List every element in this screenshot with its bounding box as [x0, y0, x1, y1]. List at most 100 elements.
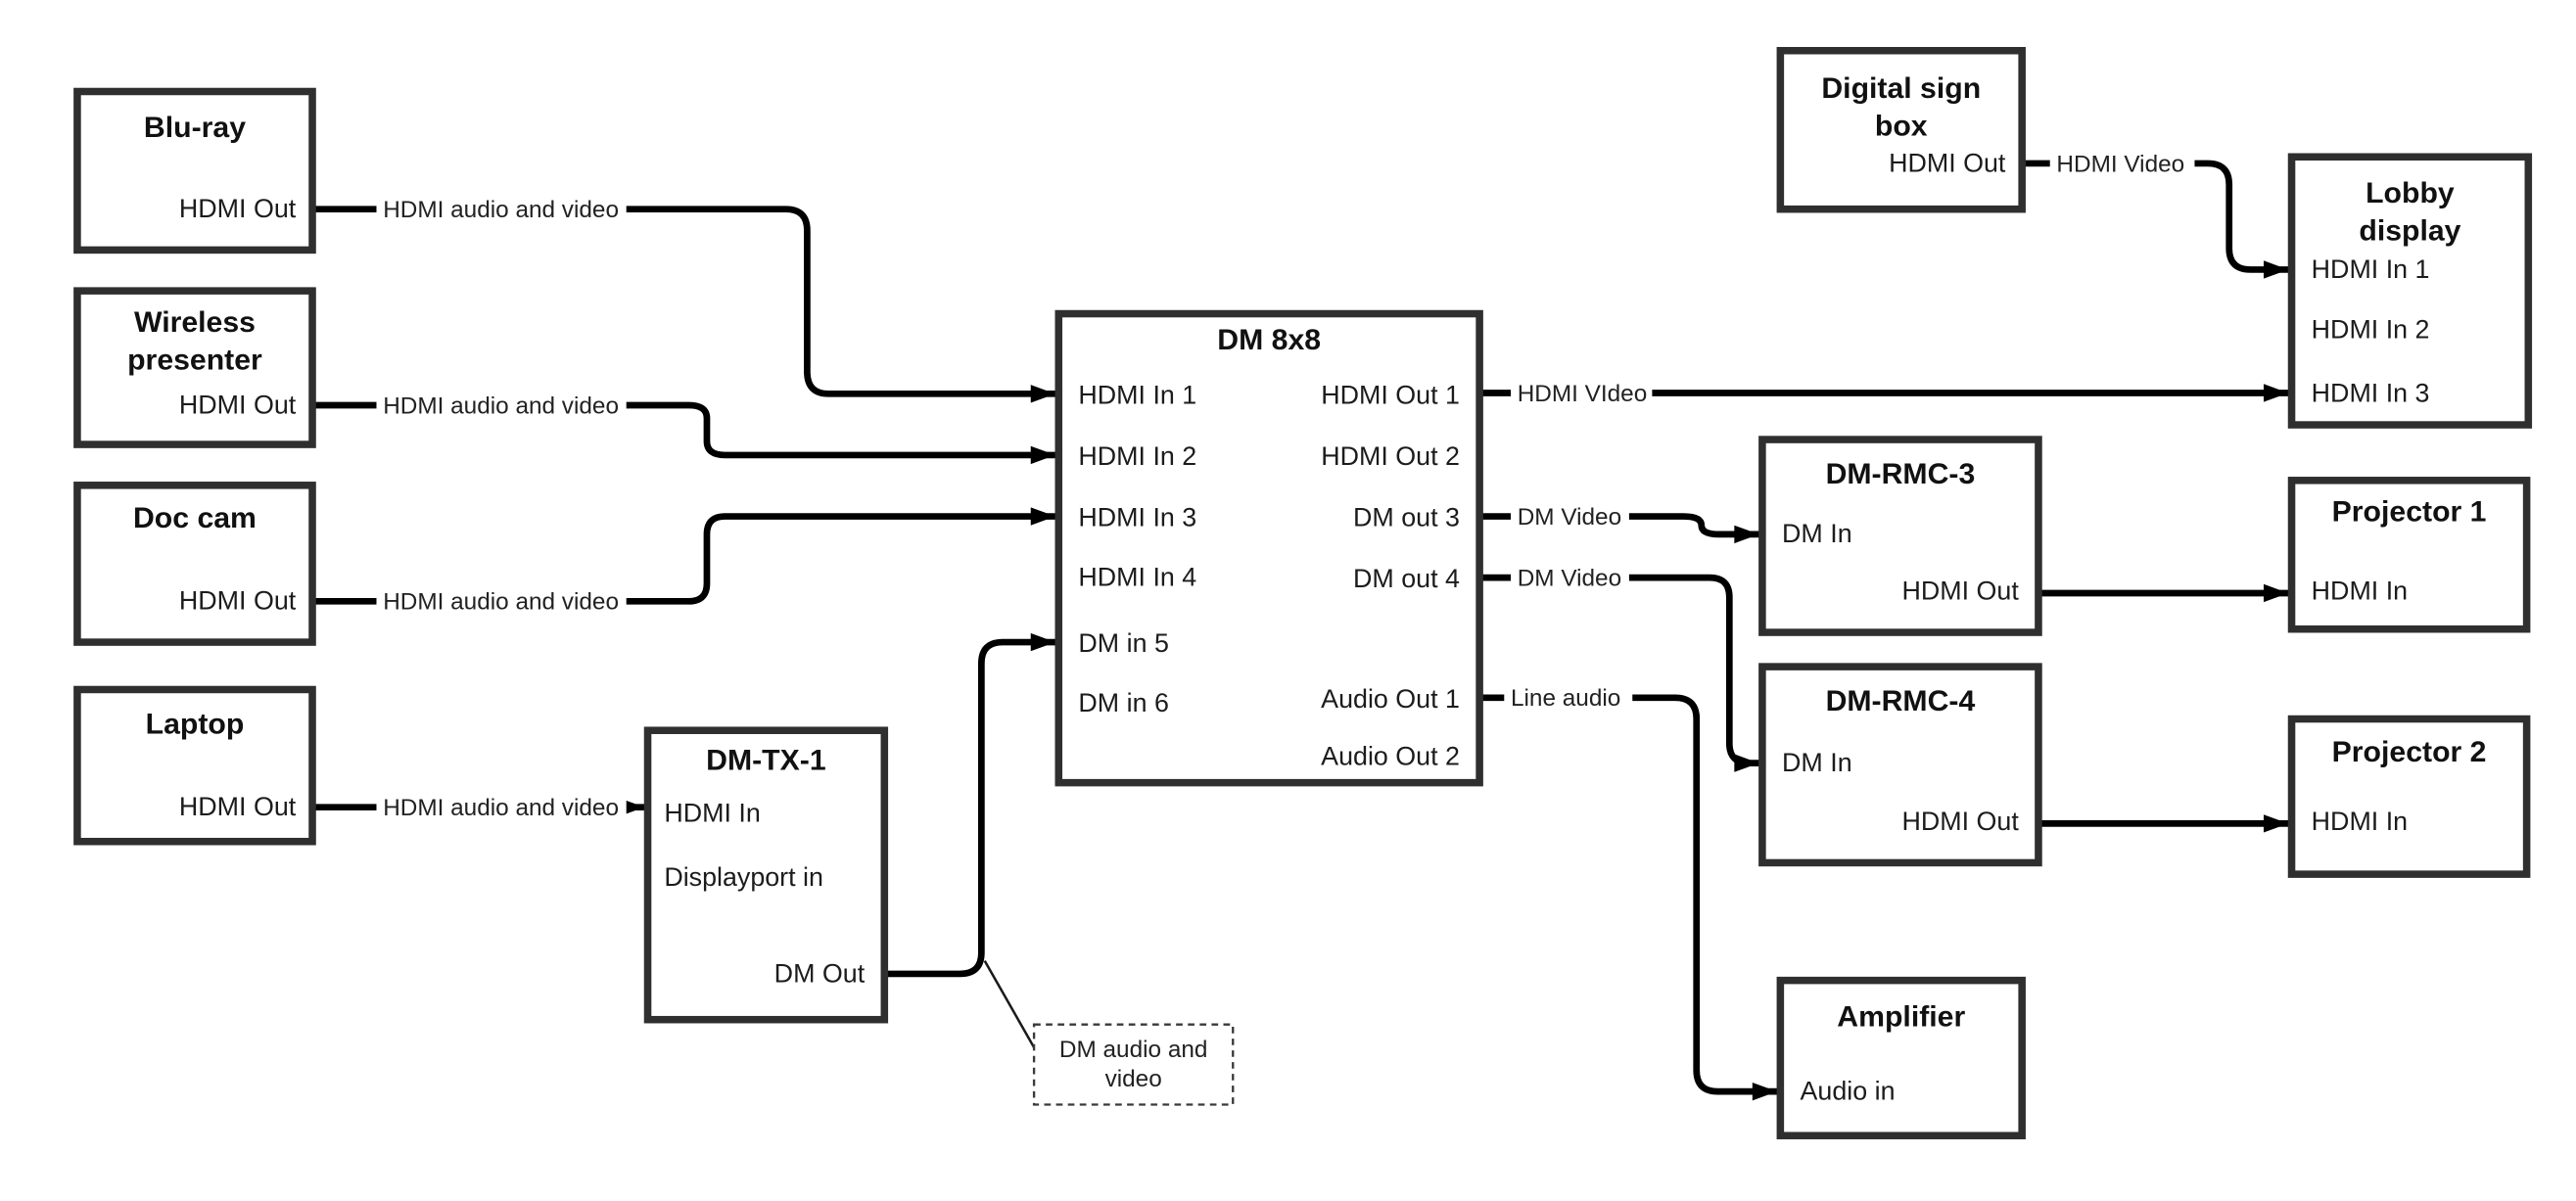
lobby-display-port-hdmi-in-3: HDMI In 3: [2312, 379, 2430, 408]
device-bluray: Blu-ray HDMI Out: [73, 87, 316, 254]
digital-sign-box-box: [1776, 46, 2026, 213]
edge-dm8x8-dm-out4-to-rmc4-dm-in: [1479, 574, 1759, 772]
dm-rmc-4-port-dm-in: DM In: [1782, 748, 1852, 777]
device-dm-rmc-4: DM-RMC-4 DM In HDMI Out: [1758, 663, 2042, 867]
digital-sign-box-title-line1: Digital sign: [1821, 72, 1981, 105]
device-doc-cam: Doc cam HDMI Out: [73, 482, 316, 646]
dm-rmc-4-port-hdmi-out: HDMI Out: [1902, 807, 2020, 836]
dm-tx-1-title: DM-TX-1: [706, 744, 826, 776]
label-mask: [1511, 500, 1629, 532]
edge-label-bluray: HDMI audio and video: [383, 197, 619, 223]
edge-signbox-to-lobby-hdmi-in1: [2022, 160, 2289, 279]
label-mask: [376, 585, 627, 618]
device-dm-rmc-3: DM-RMC-3 DM In HDMI Out: [1758, 436, 2042, 636]
dm-8x8-port-dm-out-4: DM out 4: [1353, 564, 1460, 593]
dm-8x8-port-hdmi-out-2: HDMI Out 2: [1321, 441, 1460, 471]
edge-label-hdmi-out1: HDMI VIdeo: [1518, 381, 1648, 407]
lobby-display-port-hdmi-in-2: HDMI In 2: [2312, 315, 2430, 345]
dm-rmc-4-box: [1758, 663, 2042, 867]
dm-8x8-port-audio-out-2: Audio Out 2: [1321, 741, 1460, 770]
dm-8x8-box: [1054, 309, 1483, 787]
label-mask: [1504, 681, 1633, 714]
device-projector-2: Projector 2 HDMI In: [2287, 715, 2531, 878]
label-mask: [2049, 148, 2195, 179]
note-text-line2: video: [1105, 1066, 1162, 1092]
dm-tx-1-port-hdmi-in: HDMI In: [664, 799, 760, 828]
device-amplifier: Amplifier Audio in: [1776, 976, 2026, 1139]
wireless-presenter-title-line2: presenter: [127, 344, 262, 376]
dm-tx-1-box: [643, 726, 889, 1024]
amplifier-title: Amplifier: [1837, 1000, 1965, 1033]
dm-8x8-port-audio-out-1: Audio Out 1: [1321, 684, 1460, 714]
wireless-presenter-box: [73, 287, 316, 448]
device-digital-sign-box: Digital sign box HDMI Out: [1776, 46, 2026, 213]
edge-dm8x8-audio-out1-to-amp-audio-in: [1479, 694, 1778, 1101]
device-dm-8x8: DM 8x8 HDMI In 1 HDMI In 2 HDMI In 3 HDM…: [1054, 309, 1483, 787]
edge-label-dm-out3: DM Video: [1518, 504, 1621, 531]
projector-1-title: Projector 1: [2332, 496, 2487, 529]
label-mask: [1511, 562, 1629, 593]
bluray-title: Blu-ray: [144, 112, 246, 144]
dm-8x8-port-hdmi-in-4: HDMI In 4: [1078, 563, 1196, 592]
edge-wireless-to-dm8x8-hdmi-in2: [312, 401, 1055, 465]
device-laptop: Laptop HDMI Out: [73, 685, 316, 846]
dm-tx-1-port-displayport-in: Displayport in: [664, 862, 823, 892]
bluray-box: [73, 87, 316, 254]
edge-label-doccam: HDMI audio and video: [383, 589, 619, 616]
dm-8x8-port-dm-in-5: DM in 5: [1078, 628, 1168, 658]
device-dm-tx-1: DM-TX-1 HDMI In Displayport in DM Out: [643, 726, 889, 1024]
edge-dmtx1-to-dm8x8-dm-in5: [884, 632, 1055, 978]
lobby-display-port-hdmi-in-1: HDMI In 1: [2312, 254, 2430, 284]
digital-sign-box-port-hdmi-out: HDMI Out: [1889, 148, 2006, 177]
label-mask: [376, 390, 627, 421]
projector-1-box: [2287, 477, 2531, 633]
dm-rmc-3-title: DM-RMC-3: [1826, 458, 1976, 490]
dm-8x8-port-hdmi-in-3: HDMI In 3: [1078, 503, 1196, 532]
edge-doccam-to-dm8x8-hdmi-in3: [312, 507, 1055, 605]
doc-cam-port-hdmi-out: HDMI Out: [179, 586, 297, 616]
label-mask: [1511, 377, 1653, 409]
dm-rmc-4-title: DM-RMC-4: [1826, 685, 1976, 717]
projector-1-port-hdmi-in: HDMI In: [2312, 577, 2408, 606]
label-mask: [376, 193, 627, 225]
edge-label-dm-out4: DM Video: [1518, 566, 1621, 592]
lobby-display-title-line2: display: [2359, 214, 2460, 247]
edge-bluray-to-dm8x8-hdmi-in1: [312, 206, 1055, 403]
bluray-port-hdmi-out: HDMI Out: [179, 194, 297, 223]
dm-8x8-port-dm-out-3: DM out 3: [1353, 503, 1460, 532]
dm-tx-1-port-dm-out: DM Out: [774, 958, 866, 988]
projector-2-title: Projector 2: [2332, 736, 2487, 768]
dm-8x8-port-dm-in-6: DM in 6: [1078, 688, 1168, 717]
note-text-line1: DM audio and: [1059, 1037, 1208, 1063]
wireless-presenter-title-line1: Wireless: [134, 306, 256, 339]
device-projector-1: Projector 1 HDMI In: [2287, 477, 2531, 633]
dm-rmc-3-box: [1758, 436, 2042, 636]
amplifier-port-audio-in: Audio in: [1801, 1077, 1896, 1106]
note-box: [1032, 1023, 1235, 1106]
dm-8x8-port-hdmi-in-2: HDMI In 2: [1078, 441, 1196, 471]
device-wireless-presenter: Wireless presenter HDMI Out: [73, 287, 316, 448]
edge-dm8x8-dm-out3-to-rmc3-dm-in: [1479, 513, 1759, 544]
laptop-box: [73, 685, 316, 846]
dm-8x8-port-hdmi-out-1: HDMI Out 1: [1321, 380, 1460, 409]
edge-label-audio-out1: Line audio: [1511, 685, 1620, 712]
dm-rmc-3-port-dm-in: DM In: [1782, 519, 1852, 548]
label-mask: [376, 791, 627, 823]
edge-label-wireless: HDMI audio and video: [383, 393, 619, 419]
doc-cam-title: Doc cam: [133, 502, 257, 534]
dm-8x8-title: DM 8x8: [1217, 324, 1321, 356]
dm-rmc-3-port-hdmi-out: HDMI Out: [1902, 577, 2020, 606]
doc-cam-box: [73, 482, 316, 646]
projector-2-port-hdmi-in: HDMI In: [2312, 807, 2408, 836]
digital-sign-box-title-line2: box: [1875, 111, 1928, 143]
lobby-display-box: [2287, 153, 2533, 429]
annotation-note: DM audio and video: [1032, 1023, 1235, 1106]
projector-2-box: [2287, 715, 2531, 878]
wireless-presenter-port-hdmi-out: HDMI Out: [179, 390, 297, 419]
device-lobby-display: Lobby display HDMI In 1 HDMI In 2 HDMI I…: [2287, 153, 2533, 429]
note-callout-line: [983, 959, 1036, 1048]
edge-labels: HDMI audio and video HDMI audio and vide…: [376, 148, 2195, 823]
edge-label-signbox: HDMI Video: [2056, 151, 2184, 177]
laptop-port-hdmi-out: HDMI Out: [179, 792, 297, 821]
